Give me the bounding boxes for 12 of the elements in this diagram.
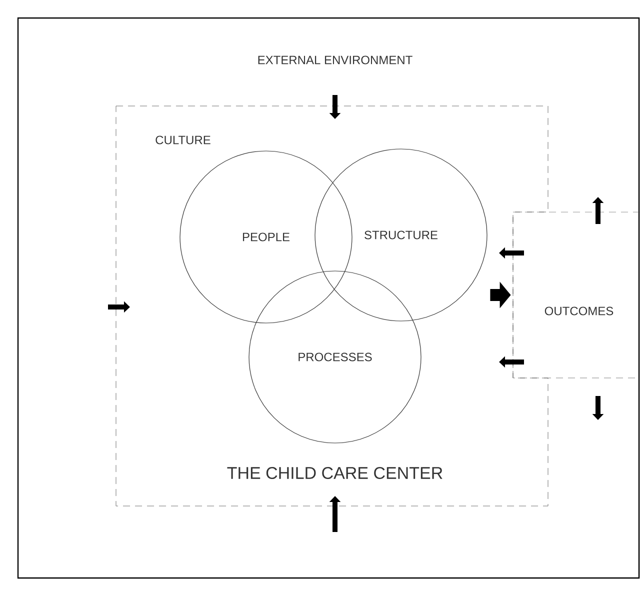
circle xyxy=(248,270,422,444)
circle xyxy=(180,150,352,324)
frame xyxy=(17,17,640,579)
dashed-boundary xyxy=(512,212,640,378)
label-text: THE CHILD CARE CENTER xyxy=(227,466,442,480)
label-text: PEOPLE xyxy=(242,232,290,242)
label-text: OUTCOMES xyxy=(544,306,614,316)
label-text: EXTERNAL ENVIRONMENT xyxy=(258,56,412,64)
label-text: PROCESSES xyxy=(298,352,372,362)
label-text: STRUCTURE xyxy=(364,230,438,240)
label-text: CULTURE xyxy=(156,136,210,144)
circle xyxy=(314,148,488,322)
